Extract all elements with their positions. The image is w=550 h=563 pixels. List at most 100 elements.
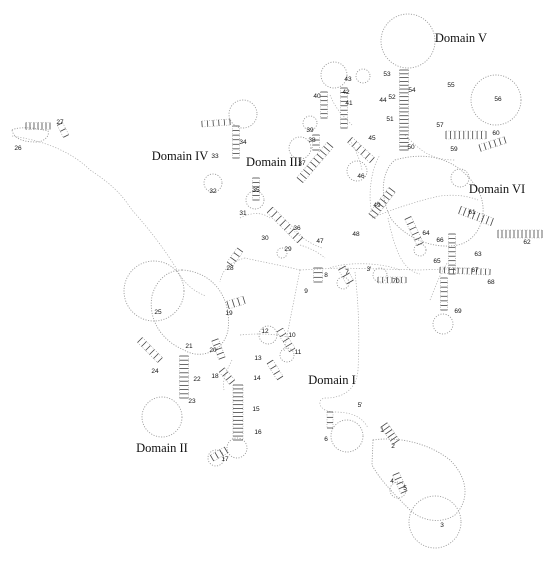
hairpin-loop (413, 243, 427, 257)
hairpin-loop (276, 247, 288, 259)
helix-stem (368, 187, 396, 219)
helix-label: 70 (392, 278, 400, 285)
backbone-segment (239, 213, 271, 219)
helix-label: 59 (450, 146, 458, 153)
helix-label: 49 (373, 202, 381, 209)
helix-stem (211, 338, 226, 360)
helix-stem (25, 122, 51, 130)
hairpin-loop (203, 173, 223, 193)
hairpin-loop (302, 115, 318, 131)
helix-label: 40 (313, 93, 321, 100)
helix-stem (252, 177, 260, 201)
backbone-segment (11, 135, 207, 297)
helix-label: 56 (494, 96, 502, 103)
helix-stem (497, 229, 543, 239)
helix-label: 43 (344, 76, 352, 83)
helix-stem (380, 422, 400, 445)
helix-stem (232, 384, 244, 441)
helix-stem (340, 87, 348, 129)
helix-label: 5' (358, 402, 363, 409)
helix-stem (137, 337, 163, 363)
helix-stem (57, 122, 69, 138)
internal-loop (150, 269, 230, 355)
helix-label: 47 (316, 238, 324, 245)
helix-stem (478, 136, 507, 152)
backbone-segment (299, 267, 471, 271)
helix-stem (219, 367, 235, 385)
backbone-segment (219, 257, 246, 283)
hairpin-loop (470, 74, 522, 126)
helix-label: 8 (324, 272, 328, 279)
helix-label: 64 (422, 230, 430, 237)
hairpin-loop (336, 276, 350, 290)
helix-label: 44 (379, 97, 387, 104)
helix-label: 32 (209, 188, 217, 195)
helix-stem (439, 266, 491, 276)
helix-stem (201, 118, 231, 128)
helix-label: 29 (284, 246, 292, 253)
helix-label: 45 (368, 135, 376, 142)
helix-label: 16 (254, 429, 262, 436)
helix-label: 52 (388, 94, 396, 101)
helix-label: 12 (261, 328, 269, 335)
hairpin-loop (226, 437, 248, 459)
helix-label: 46 (357, 173, 365, 180)
helix-label: 63 (474, 251, 482, 258)
helix-label: 33 (211, 153, 219, 160)
helix-stem (296, 142, 334, 183)
helix-label: 25 (154, 309, 162, 316)
hairpin-loop (346, 160, 368, 182)
helix-stem (392, 472, 408, 494)
helix-stem (445, 130, 487, 140)
helix-stem (179, 355, 189, 399)
helix-label: 18 (211, 373, 219, 380)
helix-stem (448, 233, 456, 275)
helix-stem (440, 277, 448, 311)
helix-label: 31 (239, 210, 247, 217)
hairpin-loop (279, 347, 295, 363)
helix-label: 41 (345, 100, 353, 107)
helix-label: 6 (324, 436, 328, 443)
hairpin-loop (207, 449, 225, 467)
helix-label: 23 (188, 398, 196, 405)
helix-stem (326, 411, 334, 429)
helices-layer (25, 69, 543, 494)
domain-label: Domain VI (469, 182, 525, 196)
backbone-segment (223, 359, 233, 391)
helix-label: 17 (221, 456, 229, 463)
internal-loop (382, 155, 484, 247)
helix-label: 50 (407, 144, 415, 151)
domain-label: Domain II (136, 441, 188, 455)
helix-stem (209, 446, 229, 462)
helix-stem (399, 69, 409, 151)
helix-label: 3' (367, 266, 372, 273)
hairpin-loop (330, 419, 364, 453)
hairpin-loop (380, 13, 436, 69)
helix-label: 24 (151, 368, 159, 375)
helix-label: 68 (487, 279, 495, 286)
backbone-segment (387, 217, 421, 275)
helix-stem (276, 327, 296, 353)
hairpin-loop (389, 481, 407, 499)
helix-label: 13 (254, 355, 262, 362)
helix-stem (232, 125, 240, 159)
helix-label: 57 (436, 122, 444, 129)
helix-stem (226, 295, 246, 310)
helix-stem (377, 276, 407, 284)
helix-label: 42 (342, 89, 350, 96)
loops-layer (11, 13, 522, 549)
helix-stem (312, 134, 320, 151)
helix-label: 5 (403, 485, 407, 492)
backbone-segment (329, 263, 401, 271)
backbone-segment (429, 261, 449, 301)
helix-label: 36 (293, 225, 301, 232)
helix-label: 38 (308, 137, 316, 144)
helix-stem (347, 137, 375, 163)
helix-stem (226, 247, 244, 267)
helix-label: 7 (345, 269, 349, 276)
helix-label: 60 (492, 130, 500, 137)
hairpin-loop (355, 68, 371, 84)
helix-stem (320, 91, 328, 119)
backbone-segment (299, 244, 326, 259)
